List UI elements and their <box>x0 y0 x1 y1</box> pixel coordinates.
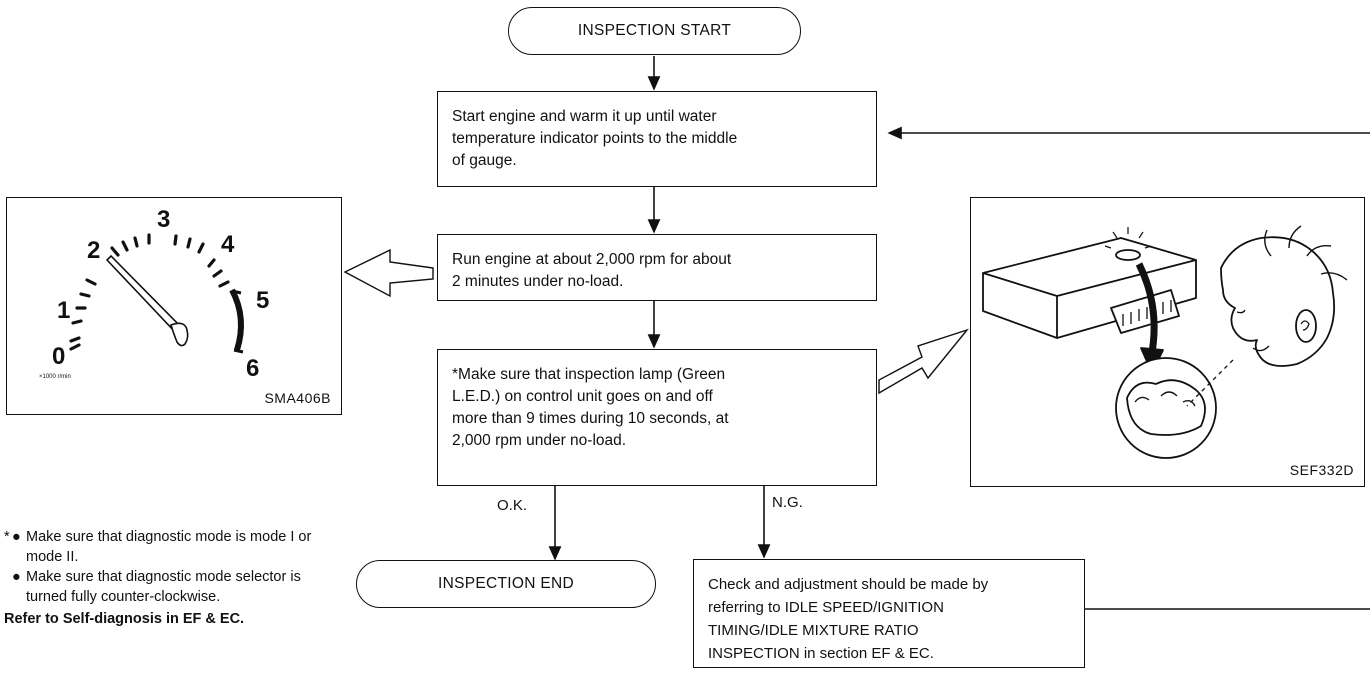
hollow-arrow-to-control-unit <box>878 328 970 395</box>
scale-number-3: 3 <box>157 206 170 233</box>
ng-action-box: Check and adjustment should be made by r… <box>693 559 1085 668</box>
footnote-item: ● Make sure that diagnostic mode selecto… <box>4 567 344 607</box>
ng-action-text: Check and adjustment should be made by r… <box>708 576 989 662</box>
scale-number-4: 4 <box>221 231 235 258</box>
step-warm-up-text: Start engine and warm it up until water … <box>452 108 738 169</box>
footnote-reference: Refer to Self-diagnosis in EF & EC. <box>4 611 245 627</box>
tachometer-gauge-illustration: 0 1 2 3 4 5 6 ×1000 r/min <box>39 206 269 382</box>
inspection-end-label: INSPECTION END <box>438 575 574 592</box>
control-unit-illustration <box>982 225 1348 459</box>
scale-number-6: 6 <box>246 355 259 382</box>
footnote-item: ● Make sure that diagnostic mode is mode… <box>4 527 344 567</box>
inspection-end-node: INSPECTION END <box>356 560 656 608</box>
scale-number-2: 2 <box>87 237 100 264</box>
tachometer-unit-label: ×1000 r/min <box>39 374 71 380</box>
scale-number-1: 1 <box>57 297 70 324</box>
control-unit-figure: SEF332D <box>970 197 1365 487</box>
step-check-lamp-text: *Make sure that inspection lamp (Green L… <box>452 366 729 449</box>
step-run-engine-box: Run engine at about 2,000 rpm for about … <box>437 234 877 301</box>
ng-branch-label: N.G. <box>772 494 803 511</box>
step-check-lamp-box: *Make sure that inspection lamp (Green L… <box>437 349 877 486</box>
bullet-icon: ● <box>12 529 21 545</box>
redline-arc <box>229 288 244 351</box>
footnote-text: Make sure that diagnostic mode is mode I… <box>26 529 312 565</box>
scale-number-5: 5 <box>256 287 269 314</box>
tachometer-figure: 0 1 2 3 4 5 6 ×1000 r/min SMA406B <box>6 197 342 415</box>
tachometer-needle <box>105 254 185 336</box>
hollow-arrow-to-tachometer <box>343 248 434 298</box>
footnotes: * ● Make sure that diagnostic mode is mo… <box>4 527 344 629</box>
bullet-icon: ● <box>12 569 21 585</box>
tachometer-figure-code: SMA406B <box>264 390 331 406</box>
step-run-engine-text: Run engine at about 2,000 rpm for about … <box>452 251 732 290</box>
step-warm-up-box: Start engine and warm it up until water … <box>437 91 877 187</box>
ok-branch-label: O.K. <box>497 497 528 514</box>
scale-number-0: 0 <box>52 343 65 370</box>
control-unit-figure-code: SEF332D <box>1289 462 1354 478</box>
inspection-start-label: INSPECTION START <box>577 22 732 39</box>
footnote-text: Make sure that diagnostic mode selector … <box>26 569 301 605</box>
inspection-start-node: INSPECTION START <box>508 7 801 55</box>
footnote-asterisk: * <box>4 529 10 545</box>
